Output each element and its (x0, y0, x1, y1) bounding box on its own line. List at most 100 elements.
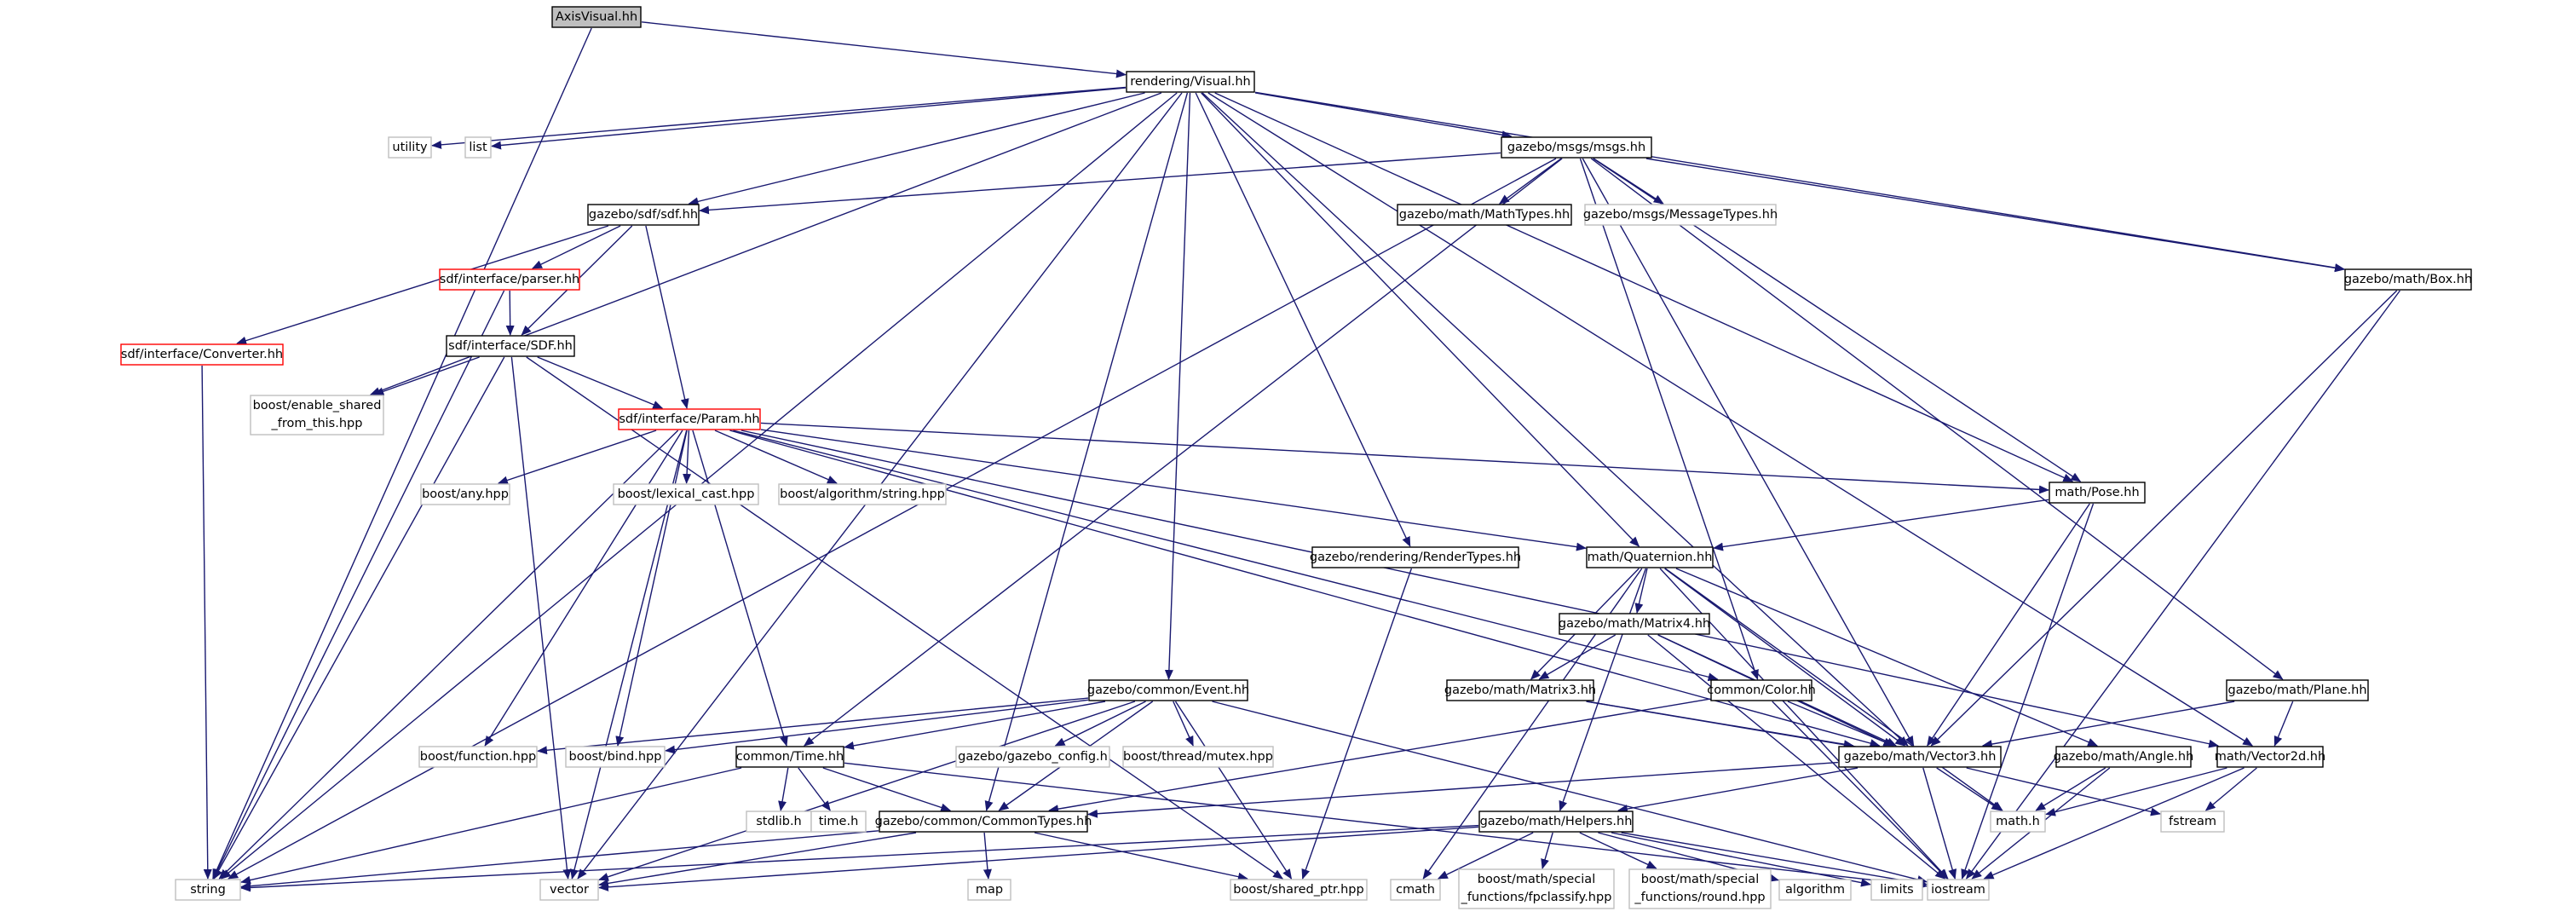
node-limits: limits (1870, 879, 1923, 901)
edge-color-to-iostream (1772, 701, 1948, 880)
node-vector: vector (539, 879, 599, 901)
edge-box-to-vector3 (1930, 290, 2398, 747)
node-quaternion[interactable]: math/Quaternion.hh (1586, 546, 1714, 568)
node-param[interactable]: sdf/interface/Param.hh (618, 408, 761, 430)
edge-helpers-to-limits (1611, 832, 1871, 887)
node-label-vector3: gazebo/math/Vector3.hh (1844, 750, 1997, 764)
node-label-fpclassify-line-0: boost/math/special (1478, 873, 1595, 886)
edge-param-to-boostbind (615, 430, 688, 747)
edge-sdfsdf-to-enableshared (373, 356, 480, 396)
node-iostream: iostream (1927, 879, 1990, 901)
node-label-round-line-0: boost/math/special (1641, 873, 1759, 886)
node-pose[interactable]: math/Pose.hh (2049, 482, 2146, 504)
edge-commontypes-to-vector (598, 832, 917, 888)
node-rendertypes[interactable]: gazebo/rendering/RenderTypes.hh (1310, 546, 1521, 568)
node-box-event (1088, 679, 1248, 701)
node-box-iostream (1927, 879, 1990, 901)
node-label-color: common/Color.hh (1707, 684, 1816, 697)
node-msgs[interactable]: gazebo/msgs/msgs.hh (1501, 136, 1652, 159)
node-box-utility (388, 136, 432, 159)
node-label-rendertypes: gazebo/rendering/RenderTypes.hh (1310, 551, 1521, 564)
edge-event-to-boostbind (665, 699, 1089, 754)
node-label-iostream: iostream (1931, 883, 1985, 897)
node-label-vector2d: math/Vector2d.hh (2215, 750, 2325, 764)
node-helpers[interactable]: gazebo/math/Helpers.hh (1478, 811, 1634, 833)
node-converter[interactable]: sdf/interface/Converter.hh (120, 343, 284, 366)
node-box-limits (1870, 879, 1923, 901)
edge-sdfhh-to-param (645, 225, 689, 409)
node-mathtypes[interactable]: gazebo/math/MathTypes.hh (1397, 204, 1572, 226)
node-label-boostfunction: boost/function.hpp (420, 750, 537, 764)
node-box-vector3 (1838, 746, 2002, 768)
edge-helpers-to-round (1579, 832, 1657, 869)
node-box-messagetypes (1584, 204, 1777, 226)
edge-box-to-iostream (1966, 290, 2400, 880)
node-box[interactable]: gazebo/math/Box.hh (2344, 268, 2472, 291)
node-label-boostany: boost/any.hpp (422, 487, 509, 501)
node-box-boostfunction (418, 746, 538, 768)
node-matrix3[interactable]: gazebo/math/Matrix3.hh (1444, 679, 1596, 701)
node-event[interactable]: gazebo/common/Event.hh (1087, 679, 1249, 701)
node-angle[interactable]: gazebo/math/Angle.hh (2054, 746, 2194, 768)
node-sharedptr: boost/shared_ptr.hpp (1230, 879, 1368, 901)
edge-axisvisual-to-string (212, 27, 592, 880)
node-label-sharedptr: boost/shared_ptr.hpp (1233, 883, 1363, 897)
node-label-parser: sdf/interface/parser.hh (440, 273, 579, 286)
edge-helpers-to-vector (598, 826, 1479, 891)
edge-vector3-to-fstream (1966, 767, 2161, 816)
node-label-string: string (190, 883, 226, 897)
node-time[interactable]: common/Time.hh (735, 746, 844, 768)
node-box-vector2d (2216, 746, 2324, 768)
edge-param-to-color (733, 430, 1719, 682)
node-enableshared: boost/enable_shared_from_this.hpp (250, 395, 384, 436)
node-parser[interactable]: sdf/interface/parser.hh (439, 268, 580, 291)
node-fstream: fstream (2160, 811, 2225, 833)
edge-visual-to-commontypes (984, 92, 1189, 811)
node-commontypes[interactable]: gazebo/common/CommonTypes.hh (875, 811, 1092, 833)
node-box-boostbind (565, 746, 666, 768)
edge-quaternion-to-angle (1675, 568, 2099, 747)
node-axisvisual[interactable]: AxisVisual.hh (551, 6, 642, 28)
node-box-sdfhh (587, 204, 700, 226)
edge-pose-to-quaternion (1713, 499, 2049, 551)
node-box-list (464, 136, 492, 159)
node-box-string (175, 879, 241, 901)
node-box-helpers (1478, 811, 1634, 833)
edge-visual-to-vector3 (1202, 92, 1909, 747)
node-box-timeh (810, 811, 867, 833)
node-label-mathh: math.h (1996, 815, 2040, 828)
node-label-sdfsdf: sdf/interface/SDF.hh (448, 339, 573, 353)
node-sdfhh[interactable]: gazebo/sdf/sdf.hh (587, 204, 700, 226)
edge-msgs-to-plane (1590, 158, 2284, 680)
edge-event-to-mutex (1173, 701, 1194, 747)
node-label-msgs: gazebo/msgs/msgs.hh (1507, 141, 1645, 154)
node-label-param: sdf/interface/Param.hh (619, 412, 759, 426)
node-label-limits: limits (1880, 883, 1913, 897)
node-vector3[interactable]: gazebo/math/Vector3.hh (1838, 746, 2002, 768)
node-plane[interactable]: gazebo/math/Plane.hh (2226, 679, 2369, 701)
node-matrix4[interactable]: gazebo/math/Matrix4.hh (1559, 613, 1710, 635)
node-vector2d[interactable]: math/Vector2d.hh (2215, 746, 2325, 768)
node-label-fpclassify-line-1: _functions/fpclassify.hpp (1461, 891, 1612, 904)
node-color[interactable]: common/Color.hh (1707, 679, 1816, 701)
node-label-round-line-1: _functions/round.hpp (1634, 891, 1765, 904)
edge-vector2d-to-iostream (1983, 767, 2245, 880)
node-box-angle (2055, 746, 2192, 768)
node-box-msgs (1501, 136, 1652, 159)
edge-msgs-to-vector3 (1582, 158, 1915, 747)
node-box-visual (1126, 71, 1255, 93)
node-box-sdfsdf (446, 335, 575, 357)
node-visual[interactable]: rendering/Visual.hh (1126, 71, 1255, 93)
edge-angle-to-mathh (2035, 767, 2106, 811)
node-box-mutex (1122, 746, 1274, 768)
node-box-round (1628, 868, 1772, 909)
node-mutex: boost/thread/mutex.hpp (1122, 746, 1274, 768)
node-sdfsdf[interactable]: sdf/interface/SDF.hh (446, 335, 575, 357)
node-round: boost/math/special _functions/round.hpp (1628, 868, 1772, 909)
node-box-gazeboconfig (955, 746, 1110, 768)
edge-param-to-lexicalcast (683, 430, 692, 484)
node-algostring: boost/algorithm/string.hpp (778, 483, 947, 505)
edge-time-to-commontypes (822, 767, 952, 812)
